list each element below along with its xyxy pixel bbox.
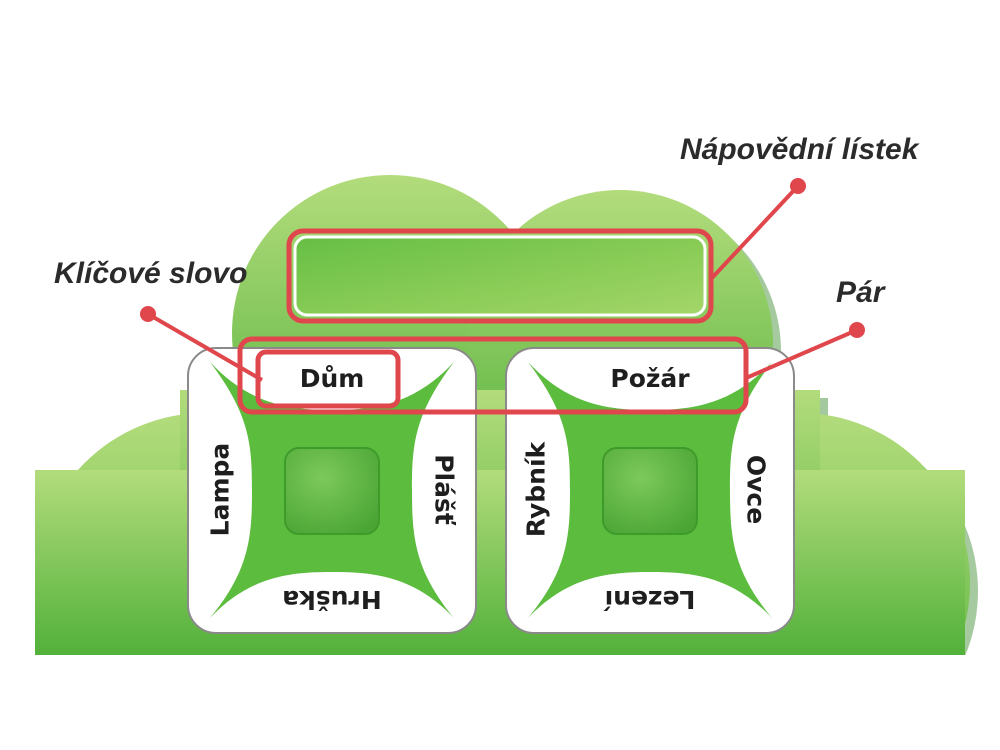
pair-highlight [237, 336, 749, 415]
pair-leader-dot [849, 322, 865, 338]
keyword-label: Klíčové slovo [54, 257, 248, 290]
keyword-leader-dot [140, 306, 156, 322]
hint-card-label: Nápovědní lístek [680, 133, 919, 166]
card-2-right-word: Ovce [741, 454, 771, 525]
card-1-bottom-word: Hruška [282, 585, 382, 614]
word-card-2 [505, 347, 795, 634]
page-bottom [0, 655, 1000, 750]
hint-leader-line [709, 184, 800, 281]
keyword-leader-line [146, 312, 264, 382]
card-1-right-word: Plášť [429, 454, 459, 525]
card-2-bottom-word: Lezení [604, 585, 696, 614]
hint-card [293, 235, 707, 317]
pair-label: Pár [836, 276, 885, 309]
card-1-top-word: Dům [299, 364, 365, 393]
card-1-left-word: Lampa [205, 442, 235, 537]
card-center-pad [284, 447, 380, 535]
word-card-1 [187, 347, 477, 634]
card-center-pad [602, 447, 698, 535]
hint-leader-dot [790, 178, 806, 194]
hint-card-highlight [286, 228, 714, 324]
card-2-left-word: Rybník [521, 441, 551, 538]
card-2-top-word: Požár [610, 364, 690, 393]
pair-leader-line [745, 328, 858, 380]
